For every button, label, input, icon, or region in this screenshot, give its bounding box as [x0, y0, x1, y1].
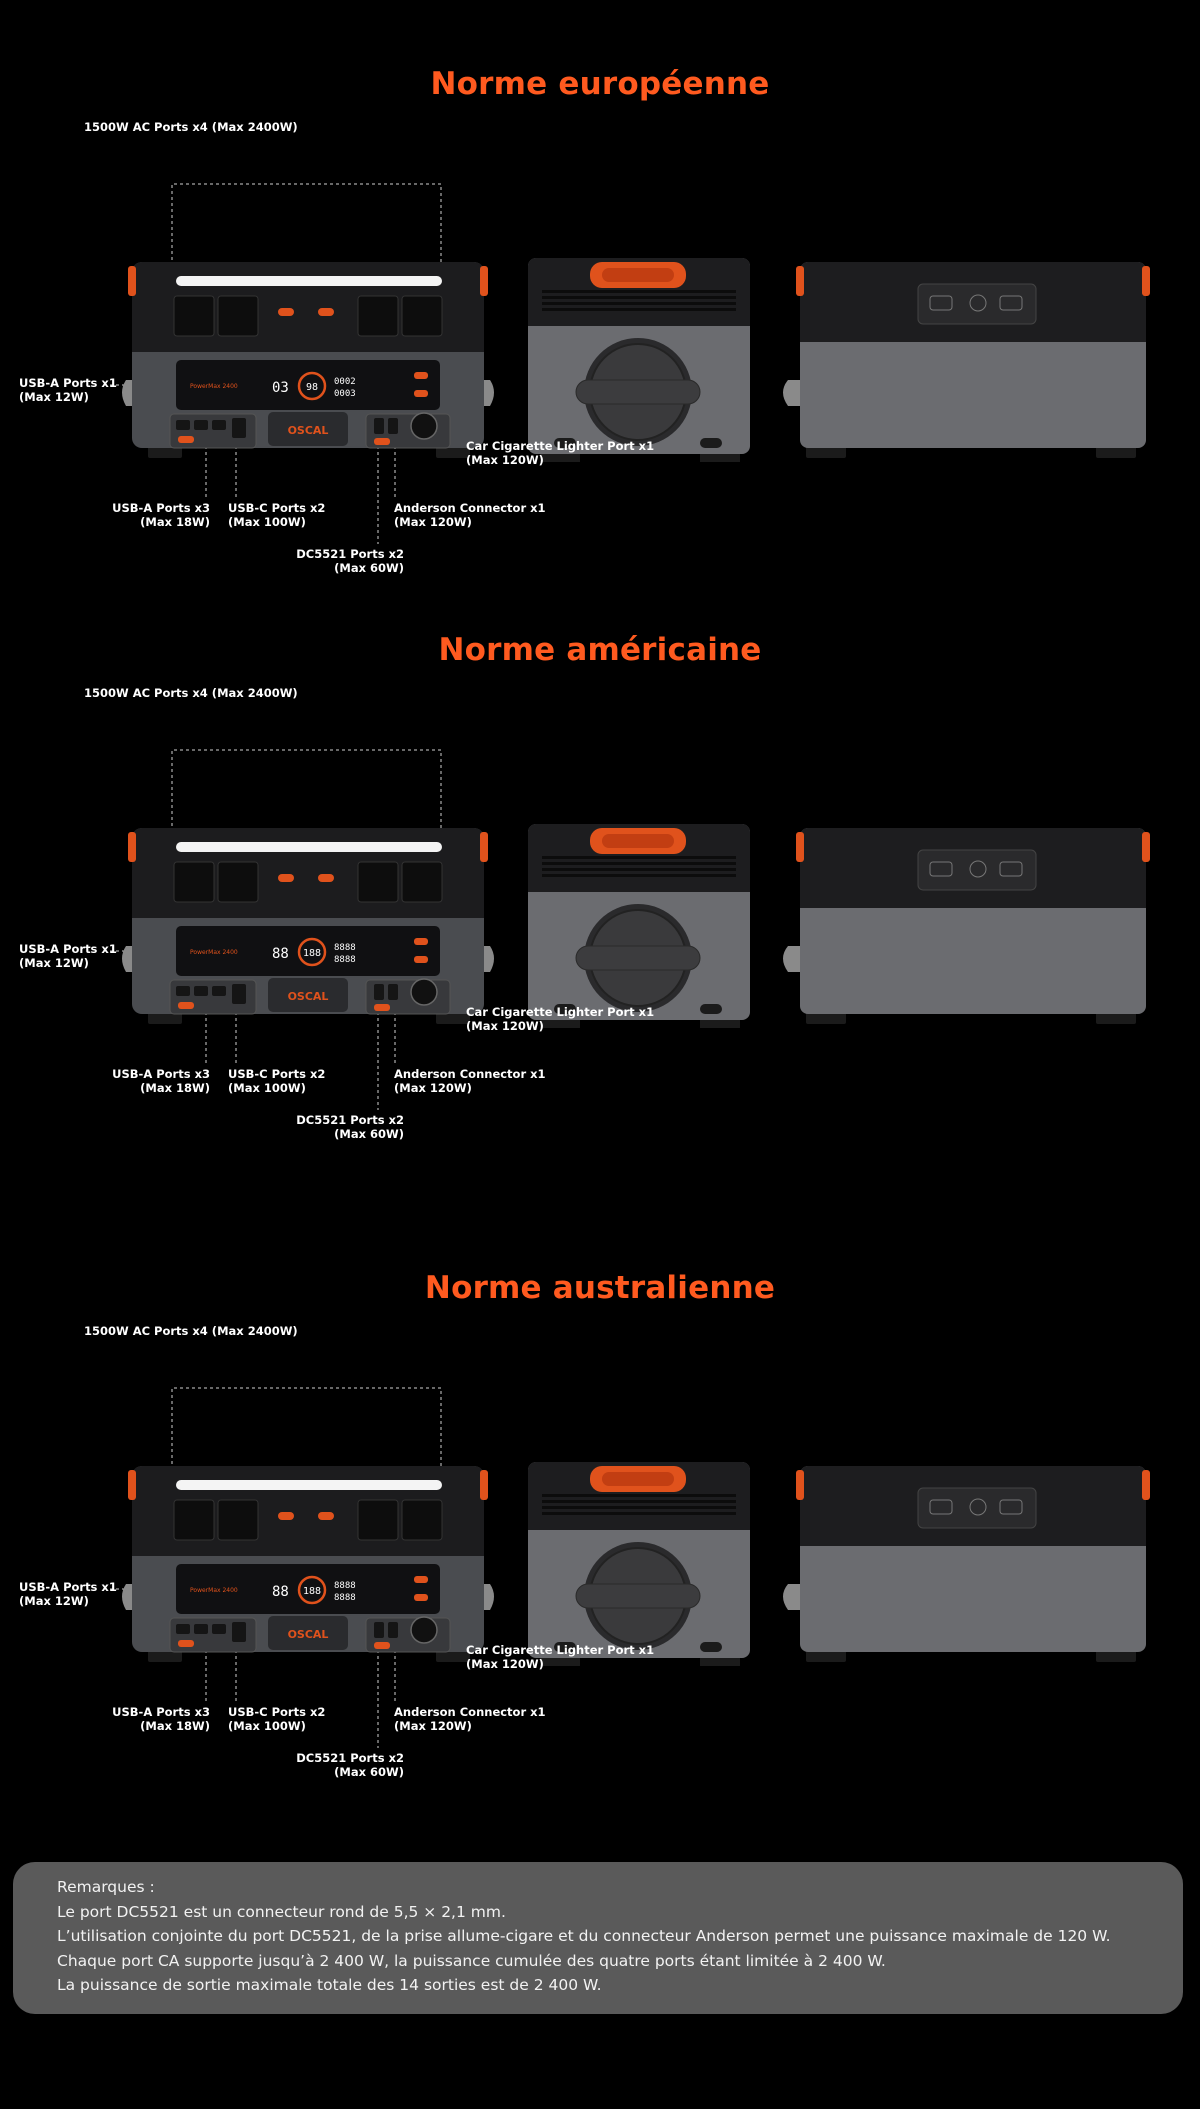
power-station-front-view: PowerMax 2400 88 188 8888 8888 OSCAL: [122, 828, 494, 1024]
led-light-bar: [176, 842, 442, 852]
svg-text:0003: 0003: [334, 389, 356, 399]
svg-text:98: 98: [306, 382, 318, 393]
svg-text:8888: 8888: [334, 1593, 356, 1603]
svg-text:PowerMax 2400: PowerMax 2400: [190, 1587, 238, 1594]
svg-text:PowerMax 2400: PowerMax 2400: [190, 949, 238, 956]
svg-text:PowerMax 2400: PowerMax 2400: [190, 383, 238, 390]
usba-x1-label: USB-A Ports x1(Max 12W): [19, 942, 117, 970]
dc5521-label: DC5521 Ports x2(Max 60W): [296, 1751, 404, 1779]
svg-text:03: 03: [272, 380, 289, 396]
power-station-back-view: [783, 828, 1150, 1024]
power-station-side-view: [528, 258, 750, 462]
svg-text:OSCAL: OSCAL: [288, 1628, 329, 1641]
note-line: Le port DC5521 est un connecteur rond de…: [57, 1902, 506, 1921]
usba-x1-label: USB-A Ports x1(Max 12W): [19, 1580, 117, 1608]
power-station-front-view: PowerMax 2400 03 98 0002 0003 OSCAL: [122, 262, 494, 458]
power-station-side-view: [528, 1462, 750, 1666]
notes-heading: Remarques :: [57, 1878, 155, 1896]
power-station-back-view: [783, 262, 1150, 458]
anderson-label: Anderson Connector x1(Max 120W): [394, 1705, 546, 1733]
svg-text:OSCAL: OSCAL: [288, 424, 329, 437]
anderson-label: Anderson Connector x1(Max 120W): [394, 1067, 546, 1095]
note-line: Chaque port CA supporte jusqu’à 2 400 W,…: [57, 1951, 886, 1970]
power-station-back-view: [783, 1466, 1150, 1662]
svg-text:OSCAL: OSCAL: [288, 990, 329, 1003]
led-light-bar: [176, 1480, 442, 1490]
svg-text:0002: 0002: [334, 377, 356, 387]
section-title: Norme américaine: [438, 632, 762, 668]
power-station-side-view: [528, 824, 750, 1028]
usbc-label: USB-C Ports x2(Max 100W): [228, 1705, 326, 1733]
svg-text:88: 88: [272, 946, 289, 962]
power-station-front-view: PowerMax 2400 88 188 8888 8888 OSCAL: [122, 1466, 494, 1662]
usba-x3-label: USB-A Ports x3(Max 18W): [112, 501, 210, 529]
usbc-label: USB-C Ports x2(Max 100W): [228, 501, 326, 529]
note-line: L’utilisation conjointe du port DC5521, …: [57, 1927, 1111, 1945]
usba-x1-label: USB-A Ports x1(Max 12W): [19, 376, 117, 404]
ac-ports-label: 1500W AC Ports x4 (Max 2400W): [84, 686, 298, 700]
svg-text:188: 188: [303, 948, 321, 959]
usbc-label: USB-C Ports x2(Max 100W): [228, 1067, 326, 1095]
section-title: Norme européenne: [430, 66, 770, 102]
display-panel: [176, 926, 440, 976]
ac-ports-label: 1500W AC Ports x4 (Max 2400W): [84, 1324, 298, 1338]
display-panel: [176, 360, 440, 410]
svg-text:188: 188: [303, 1586, 321, 1597]
notes-panel: Remarques : Le port DC5521 est un connec…: [13, 1862, 1183, 2014]
usba-x3-label: USB-A Ports x3(Max 18W): [112, 1067, 210, 1095]
note-line: La puissance de sortie maximale totale d…: [57, 1976, 602, 1994]
led-light-bar: [176, 276, 442, 286]
usba-x3-label: USB-A Ports x3(Max 18W): [112, 1705, 210, 1733]
ac-ports-label: 1500W AC Ports x4 (Max 2400W): [84, 120, 298, 134]
svg-text:8888: 8888: [334, 943, 356, 953]
car-lighter-label: Car Cigarette Lighter Port x1(Max 120W): [466, 1005, 655, 1033]
dc5521-label: DC5521 Ports x2(Max 60W): [296, 547, 404, 575]
dc5521-label: DC5521 Ports x2(Max 60W): [296, 1113, 404, 1141]
car-lighter-label: Car Cigarette Lighter Port x1(Max 120W): [466, 1643, 655, 1671]
anderson-label: Anderson Connector x1(Max 120W): [394, 501, 546, 529]
section-title: Norme australienne: [424, 1270, 776, 1306]
svg-text:8888: 8888: [334, 955, 356, 965]
display-panel: [176, 1564, 440, 1614]
svg-text:88: 88: [272, 1584, 289, 1600]
svg-text:8888: 8888: [334, 1581, 356, 1591]
car-lighter-label: Car Cigarette Lighter Port x1(Max 120W): [466, 439, 655, 467]
